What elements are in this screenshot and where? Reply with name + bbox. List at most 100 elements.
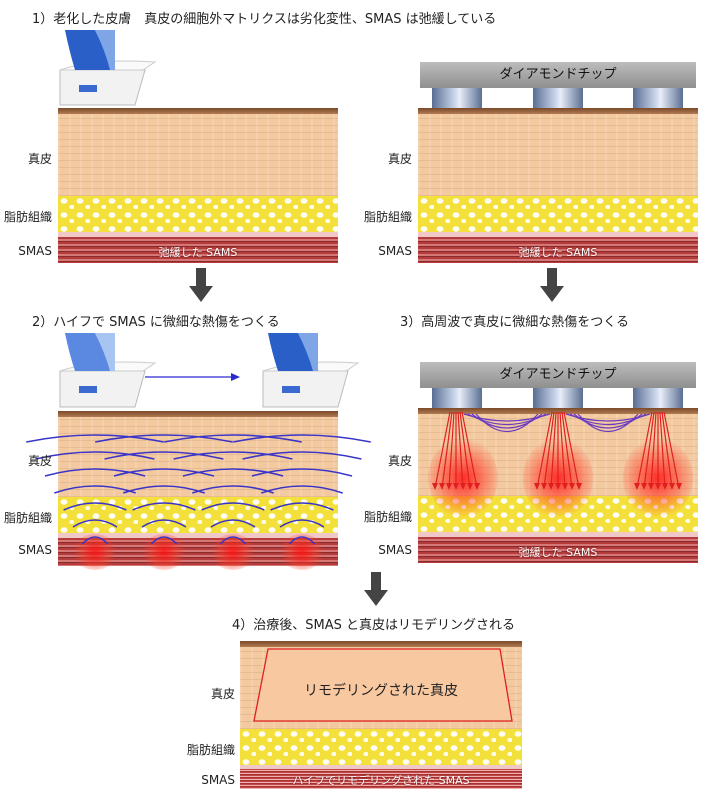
rf-arrow-head (662, 483, 668, 490)
label-smas: SMAS (201, 773, 235, 787)
label-dermis: 真皮 (387, 454, 412, 468)
hifu-wave-front (192, 485, 274, 494)
rf-arrow-line (457, 411, 464, 489)
hifu-wave-front (173, 451, 293, 460)
skin-surface (58, 108, 338, 114)
fascia-line (58, 533, 338, 538)
rf-arrow-head (569, 483, 575, 490)
hifu-wave-front (288, 536, 316, 545)
skin-surface (418, 408, 698, 414)
rf-arrow-line (659, 411, 666, 489)
panel4-title: 4）治療後、SMAS と真皮はリモデリングされる (232, 618, 516, 633)
label-smas: SMAS (378, 543, 412, 557)
hifu-wave-front (81, 536, 109, 545)
rf-arrow-head (641, 483, 647, 490)
hifu-wave-front (95, 434, 233, 443)
rf-arrow-head (474, 483, 480, 490)
rf-current-arc (577, 413, 639, 433)
dermis-layer (58, 114, 338, 196)
label-dermis: 真皮 (27, 454, 52, 468)
fascia-line (58, 232, 338, 237)
hifu-device-icon (55, 333, 165, 411)
rf-arrow-line (561, 411, 573, 489)
smas-layer (418, 237, 698, 263)
label-dermis: 真皮 (210, 687, 235, 701)
hifu-wave-front (233, 434, 371, 443)
diamond-chip-icon (633, 388, 683, 408)
rf-arrow-head (562, 483, 568, 490)
rf-arrow-line (650, 411, 657, 489)
label-fat: 脂肪組織 (186, 743, 235, 757)
rf-arrow-head (432, 483, 438, 490)
rf-arrow-head (676, 483, 682, 490)
hifu-device-icon (258, 333, 368, 411)
hifu-wave-front (251, 468, 353, 477)
hifu-wave-front (72, 519, 118, 528)
hifu-wave-front (201, 502, 265, 511)
panel1-title: 1）老化した皮膚 真皮の細胞外マトリクスは劣化変性、SMAS は弛緩している (32, 12, 497, 27)
smas-text: 弛緩した SAMS (158, 246, 238, 259)
rf-arrow-line (563, 411, 580, 489)
rf-arrow-line (543, 411, 555, 489)
diamond-chip-bar: ダイアモンドチップ (420, 362, 696, 388)
hifu-wave-front (210, 519, 256, 528)
fascia-line (418, 532, 698, 537)
rf-arrow-line (461, 411, 478, 489)
hifu-wave-front (132, 502, 196, 511)
hifu-wave-front (63, 502, 127, 511)
rf-arrow-head (467, 483, 473, 490)
hifu-wave-front (35, 451, 155, 460)
rf-current-arc (475, 413, 539, 433)
smas-layer (418, 537, 698, 563)
hifu-wave-front (123, 485, 205, 494)
rf-arrow-head (446, 483, 452, 490)
skin-surface (240, 641, 522, 647)
diamond-chip-icon (432, 388, 482, 408)
hifu-heat-spot (72, 534, 118, 570)
rf-arrow-line (434, 411, 451, 489)
hifu-wave-front (26, 434, 164, 443)
rf-arrow-head (548, 483, 554, 490)
skin-surface (418, 108, 698, 114)
rf-current-lines (432, 411, 682, 490)
hifu-wave-front (150, 536, 178, 545)
hifu-wave-front (270, 502, 334, 511)
rf-arrow-line (448, 411, 455, 489)
hifu-wave-front (44, 468, 146, 477)
rf-arrow-line (643, 411, 655, 489)
diamond-chip-icon (633, 88, 683, 108)
fat-layer (418, 196, 698, 232)
rf-arrow-line (636, 411, 653, 489)
label-smas: SMAS (378, 244, 412, 258)
hifu-wave-front (141, 519, 187, 528)
diamond-chip-icon (432, 88, 482, 108)
smas-text: 弛緩した SAMS (518, 546, 598, 559)
panel3-title: 3）高周波で真皮に微細な熱傷をつくる (400, 315, 630, 330)
hifu-heat-spot (141, 534, 187, 570)
rf-arrow-line (459, 411, 471, 489)
label-fat: 脂肪組織 (363, 210, 412, 224)
rf-arrow-line (661, 411, 673, 489)
diamond-chip-bar: ダイアモンドチップ (420, 62, 696, 88)
hifu-heat-spot (279, 534, 325, 570)
rf-arrow-head (634, 483, 640, 490)
rf-arrow-line (550, 411, 557, 489)
rf-arrow-head (655, 483, 661, 490)
smas-layer (240, 769, 522, 789)
remodeled-dermis-zone (253, 648, 513, 722)
hifu-wave-front (113, 468, 215, 477)
right-arrow-icon (145, 372, 240, 382)
hifu-wave-front (279, 519, 325, 528)
rf-arrow-line (663, 411, 680, 489)
panel2-title: 2）ハイフで SMAS に微細な熱傷をつくる (32, 315, 280, 330)
rf-arrow-head (439, 483, 445, 490)
rf-arrow-line (536, 411, 553, 489)
rf-heat-zone (428, 438, 498, 518)
rf-current-arc (573, 413, 643, 429)
down-arrow-icon (364, 572, 388, 608)
hifu-waves (26, 434, 371, 545)
fascia-line (240, 765, 522, 769)
hifu-wave-front (261, 485, 343, 494)
rf-arrow-head (460, 483, 466, 490)
hifu-wave-front (219, 536, 247, 545)
